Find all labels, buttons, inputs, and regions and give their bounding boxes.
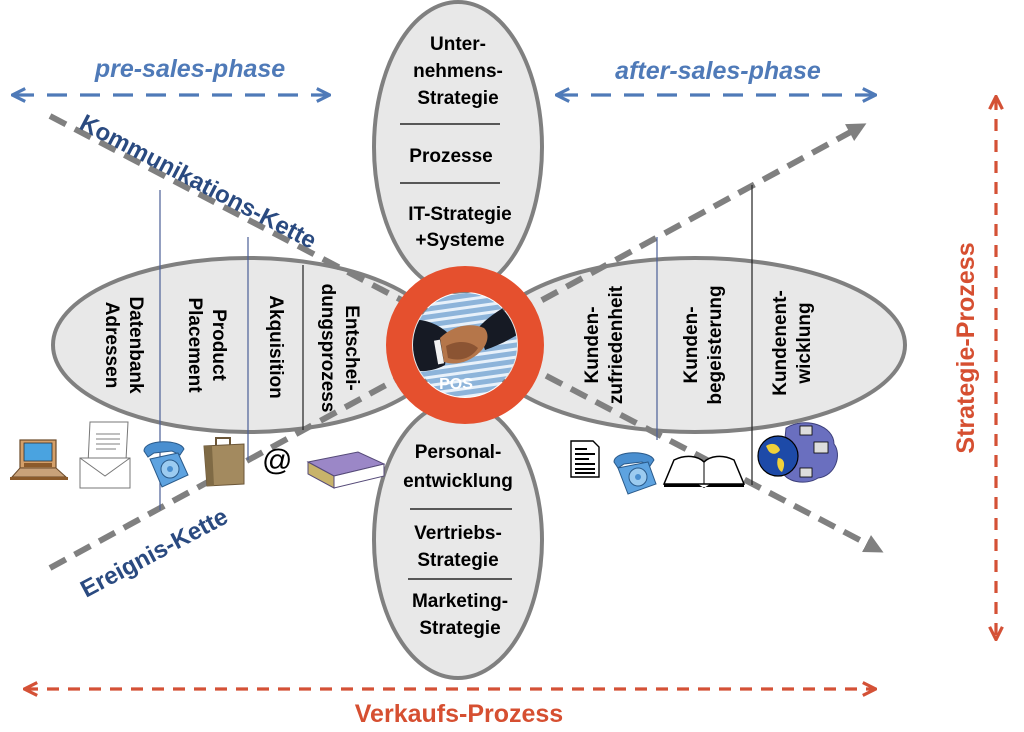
- bottom-section-1-line-1: Personal-: [415, 442, 502, 463]
- top-section-1-line-2: nehmens-: [413, 61, 503, 82]
- left-petal-text: Datenbank Adressen Product Placement Akq…: [101, 284, 362, 413]
- right-section-2-line-2: begeisterung: [705, 285, 726, 404]
- letter-envelope-icon: [79, 421, 131, 489]
- left-section-2-line-1: Product: [208, 309, 229, 381]
- globe-network-icon: [757, 422, 838, 483]
- top-petal-text: Unter- nehmens- Strategie Prozesse IT-St…: [400, 34, 512, 251]
- bottom-section-2-line-1: Vertriebs-: [414, 523, 502, 544]
- book-icon: [306, 451, 386, 489]
- handshake-image: [413, 293, 517, 397]
- bottom-section-1-line-2: entwicklung: [403, 471, 513, 492]
- left-section-1-line-1: Datenbank: [125, 296, 146, 394]
- right-section-3-line-1: Kundenent-: [770, 290, 791, 396]
- top-section-1-line-3: Strategie: [417, 88, 498, 109]
- right-section-2-line-1: Kunden-: [681, 306, 702, 383]
- left-section-4-line-1: Entschei-: [341, 305, 362, 391]
- bottom-section-3-line-1: Marketing-: [412, 591, 508, 612]
- right-petal-text: Kunden- zufriedenheit Kunden- begeisteru…: [582, 285, 815, 404]
- pos-center: POS: [386, 266, 544, 424]
- pre-sales-phase-label: pre-sales-phase: [94, 55, 285, 83]
- top-section-3-line-1: IT-Strategie: [408, 204, 511, 225]
- right-section-1-line-1: Kunden-: [582, 306, 603, 383]
- at-sign-icon: @: [262, 444, 292, 477]
- strategy-process-label: Strategie-Prozess: [952, 242, 980, 453]
- document-icon: [570, 440, 600, 478]
- pos-label: POS: [439, 376, 473, 393]
- left-section-2-line-2: Placement: [184, 297, 205, 393]
- left-section-1-line-2: Adressen: [101, 302, 122, 389]
- top-section-1-line-1: Unter-: [430, 34, 486, 55]
- bottom-petal-text: Personal- entwicklung Vertriebs- Strateg…: [403, 442, 513, 639]
- left-section-4-line-2: dungsprozess: [317, 284, 338, 413]
- top-section-2-line-1: Prozesse: [409, 146, 492, 167]
- left-section-3-line-1: Akquisition: [265, 295, 286, 398]
- right-section-3-line-2: wicklung: [794, 302, 815, 384]
- after-sales-phase-label: after-sales-phase: [615, 57, 821, 85]
- bottom-section-3-line-2: Strategie: [419, 618, 500, 639]
- right-section-1-line-2: zufriedenheit: [606, 285, 627, 404]
- event-chain-label: Ereignis-Kette: [76, 503, 232, 603]
- computer-icon: [10, 439, 68, 480]
- pos-ring: [386, 266, 544, 424]
- open-book-icon: [662, 455, 746, 488]
- sales-process-label: Verkaufs-Prozess: [355, 700, 563, 728]
- bottom-section-2-line-2: Strategie: [417, 550, 498, 571]
- telephone-icon: [143, 441, 189, 488]
- top-section-3-line-2: +Systeme: [415, 230, 504, 251]
- telephone-icon: [613, 452, 657, 495]
- communication-chain-label: Kommunikations-Kette: [75, 109, 320, 254]
- briefcase-icon: [203, 437, 245, 487]
